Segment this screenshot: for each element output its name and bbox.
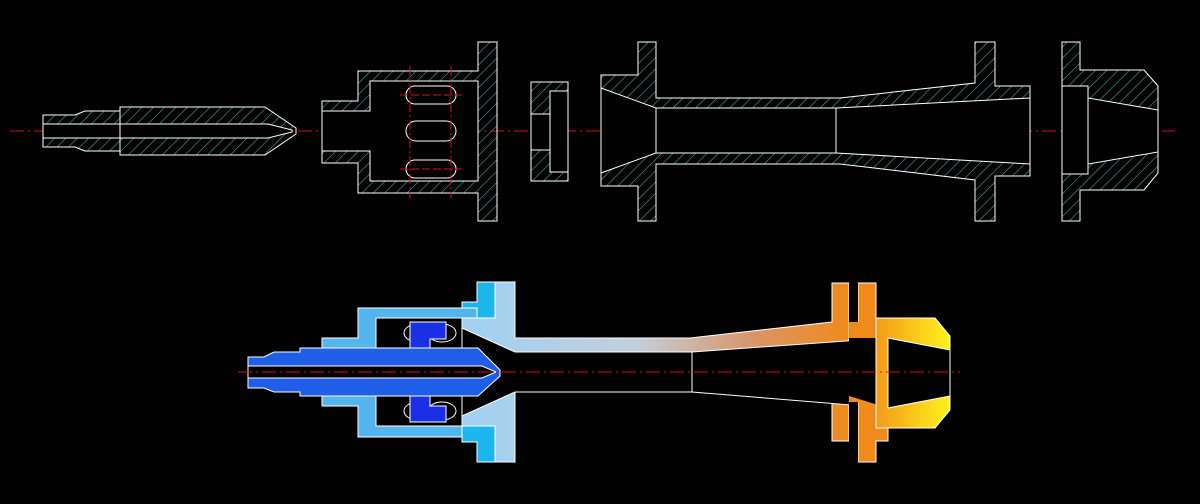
diffuser-tube — [600, 41, 1031, 222]
assembled-view — [238, 281, 960, 463]
end-cap — [1061, 41, 1159, 222]
coupling-body — [321, 41, 498, 222]
nozzle-tube — [42, 106, 297, 156]
assembly-cap — [875, 317, 951, 429]
sleeve-insert — [530, 81, 569, 182]
exploded-view — [10, 41, 1175, 222]
